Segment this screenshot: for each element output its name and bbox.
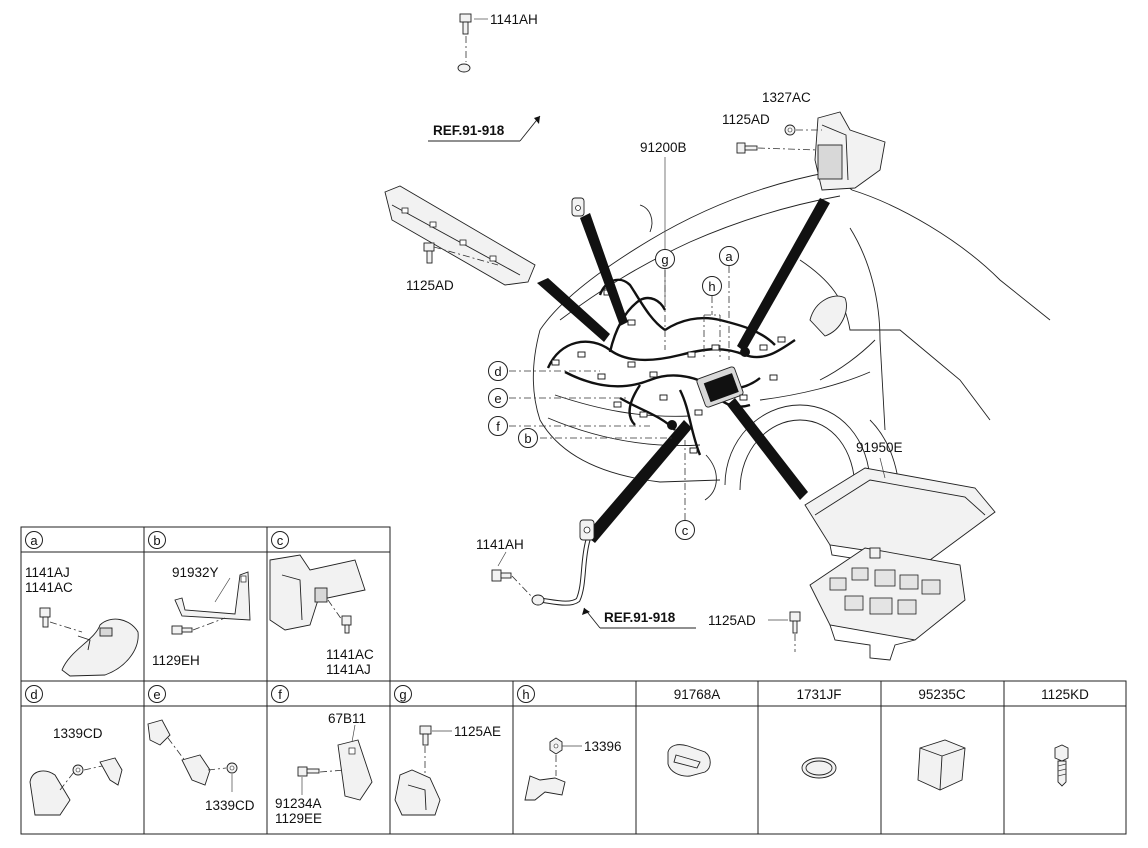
panel-g-label-1: 1125AE [454,724,501,739]
panel-h-drawing [524,737,582,801]
bracket-rail [384,185,536,286]
ref-arrow-top [428,115,541,142]
panel-g-drawing [394,725,452,816]
panel-h-letter: h [522,687,529,702]
part-95235C-code: 95235C [918,687,966,702]
label-1125AD-box: 1125AD [708,613,756,628]
ref-label-bottom: REF.91-918 [604,610,676,625]
panel-d-label-1: 1339CD [53,726,103,741]
leader-wedges [537,198,830,543]
label-91950E: 91950E [856,440,903,455]
panel-a-letter: a [30,533,38,548]
detail-grid [20,526,1127,835]
panel-f-letter: f [278,687,282,702]
battery-cable-top [457,63,587,217]
panel-a-drawing [39,607,139,677]
panel-d-letter: d [30,687,37,702]
relay-icon [917,739,966,791]
panel-d-drawing [29,757,123,816]
panel-b-drawing [171,571,251,635]
part-1731JF-code: 1731JF [796,687,841,702]
panel-a-label-2: 1141AC [25,580,73,595]
panel-e-label-1: 1339CD [205,798,255,813]
callout-a: a [725,249,733,264]
plug-ring-icon [801,757,837,779]
panel-b-label-2: 1129EH [152,653,200,668]
panel-b-label-1: 91932Y [172,565,219,580]
battery-cable-bottom [491,519,595,606]
panel-f-label-3: 1129EE [275,811,322,826]
bolt-icon [1054,744,1069,787]
callout-g: g [661,252,668,267]
callout-f: f [496,419,500,434]
panel-h-label-1: 13396 [584,739,622,754]
vehicle-callouts: g a h d e f b c [488,246,739,540]
label-91200B: 91200B [640,140,687,155]
label-1141AH-bottom: 1141AH [476,537,524,552]
panel-b-letter: b [153,533,160,548]
panel-g-letter: g [399,687,406,702]
ref-label-top: REF.91-918 [433,123,505,138]
fuse-box-lower [809,547,966,661]
panel-c-drawing [269,554,366,634]
fuse-box-cover [804,457,996,571]
grommet-icon [667,744,711,777]
part-91768A-code: 91768A [674,687,721,702]
panel-e-drawing [147,719,238,792]
panel-a-label-1: 1141AJ [25,565,70,580]
callout-e: e [494,391,501,406]
label-1125AD-left: 1125AD [406,278,454,293]
panel-letter-circles [25,531,535,703]
callout-c: c [682,523,689,538]
car-body-outline [532,171,1051,506]
callout-b: b [524,431,531,446]
panel-c-letter: c [277,533,284,548]
panel-f-drawing [297,724,373,801]
panel-f-label-2: 91234A [275,796,322,811]
ref-arrow-bottom [582,607,696,629]
label-1125AD-top: 1125AD [722,112,770,127]
panel-e-letter: e [153,687,160,702]
wiring-harness-91200B [546,278,796,456]
panel-f-label-1: 67B11 [328,711,366,726]
relay-bracket-top [736,111,886,191]
part-1125KD-code: 1125KD [1041,687,1089,702]
bolt-1141AH-top [459,13,488,62]
label-1327AC: 1327AC [762,90,811,105]
panel-c-label-2: 1141AJ [326,662,371,677]
callout-d: d [494,364,501,379]
bolt-1125AD-box [768,611,801,652]
callout-h: h [708,279,715,294]
panel-c-label-1: 1141AC [326,647,374,662]
label-1141AH-top: 1141AH [490,12,538,27]
